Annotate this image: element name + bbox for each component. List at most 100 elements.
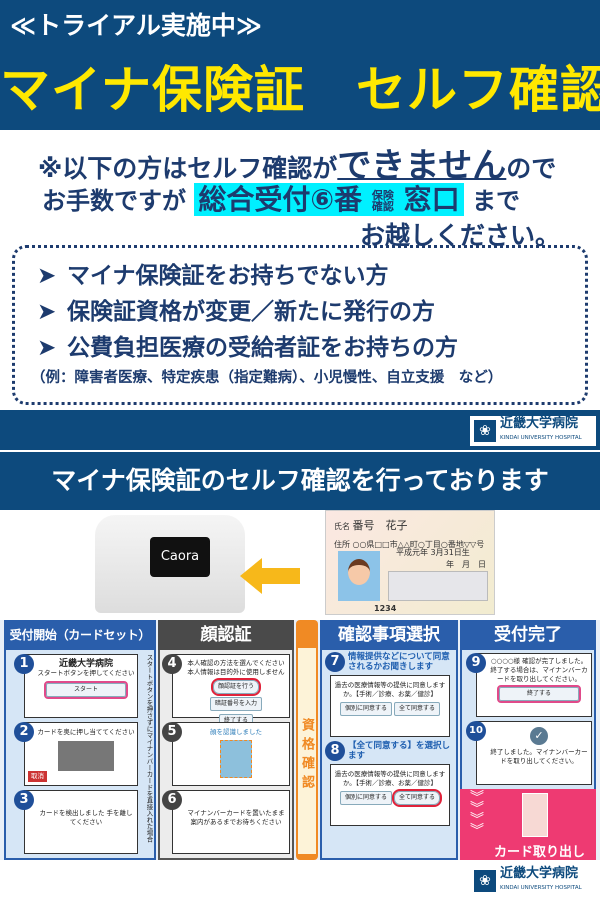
step-number: 5 xyxy=(162,722,182,742)
card-birth: 平成元年 3月31日生 xyxy=(396,548,470,557)
card-label: 住所 xyxy=(334,540,350,549)
start-button: スタート xyxy=(44,681,128,699)
step-8: 過去の医療情報等の提供に同意しますか。【手術／診療、お薬／健診】個別に同意する全… xyxy=(330,764,450,826)
step-text: カードを奥に押し当ててください xyxy=(37,728,135,736)
pin-button: 暗証番号を入力 xyxy=(209,697,262,711)
notice-text: ※以下の方はセルフ確認が xyxy=(38,154,338,183)
card-icon xyxy=(522,793,548,837)
card-photo xyxy=(338,551,380,601)
flow-diagram: 受付開始（カードセット） 近畿大学病院スタートボタンを押してくださいスタート カ… xyxy=(0,620,600,860)
condition-item: ➤ 保険証資格が変更／新たに発行の方 xyxy=(37,294,585,330)
logo-mark-icon: ❀ xyxy=(474,870,496,892)
card-name: 番号 花子 xyxy=(352,519,408,532)
step-number: 7 xyxy=(325,652,345,672)
step-title: 近畿大学病院 xyxy=(58,659,113,669)
step-10: ✓ 終了しました。マイナンバーカードを取り出してください。 xyxy=(476,721,592,785)
eject-label: カード取り出し xyxy=(494,845,586,860)
step-number: 3 xyxy=(14,790,34,810)
column-complete: 受付完了 ○○○○様 確認が完了しました。終了する場合は、マイナンバーカードを取… xyxy=(460,620,596,860)
conditions-box: ➤ マイナ保険証をお持ちでない方 ➤ 保険証資格が変更／新たに発行の方 ➤ 公費負担医… xyxy=(12,245,588,405)
column-title: 顔認証 xyxy=(158,620,294,650)
step-text: 過去の医療情報等の提供に同意しますか。【手術／診療、お薬／健診】 xyxy=(334,681,446,698)
step-text: ○○○○様 確認が完了しました。終了する場合は、マイナンバーカードを取り出してく… xyxy=(490,657,588,683)
counter-small: 確認 xyxy=(371,200,394,213)
card-expiry: 年 月 日 xyxy=(446,560,486,569)
banner: マイナ保険証のセルフ確認を行っております xyxy=(0,452,600,510)
header: ≪トライアル実施中≫ マイナ保険証 セルフ確認 xyxy=(0,0,600,130)
check-icon: ✓ xyxy=(530,727,548,745)
step-text: スタートボタンを押してください xyxy=(37,669,135,677)
column-title: 確認事項選択 xyxy=(320,620,458,650)
counter-name: 総合受付⑥番 xyxy=(198,183,363,216)
arrow-left-icon xyxy=(240,558,300,594)
logo-name: 近畿大学病院 xyxy=(500,866,579,881)
individual-consent-button: 個別に同意する xyxy=(339,702,392,716)
step-text: カードを検出しました 手を離してください xyxy=(39,809,133,826)
arrow-icon: ➤ xyxy=(37,335,57,361)
card-address: ○○県□□市△△町○丁目○番地▽▽号 xyxy=(352,540,485,549)
page-title: マイナ保険証 セルフ確認 xyxy=(0,61,600,119)
column-title: 受付開始（カードセット） xyxy=(4,620,156,650)
device-screen: Caora xyxy=(150,537,210,577)
hospital-logo: ❀ 近畿大学病院 KINDAI UNIVERSITY HOSPITAL xyxy=(470,866,596,896)
face-icon xyxy=(220,740,252,778)
step-number: 1 xyxy=(14,654,34,674)
counter-highlight: 総合受付⑥番 保険確認 窓口 xyxy=(194,183,464,216)
finish-button: 終了する xyxy=(497,685,581,703)
condition-text: 保険証資格が変更／新たに発行の方 xyxy=(67,299,435,325)
step-text: 本人確認の方法を選んでください 本人情報は目的外に使用しません xyxy=(187,659,285,676)
step-caption: 情報提供などについて同意されるかお聞きします xyxy=(348,652,450,672)
face-auth-button: 顔認証を行う xyxy=(210,678,262,696)
chevron-down-icon: ︾︾︾︾ xyxy=(470,790,484,839)
step-9: ○○○○様 確認が完了しました。終了する場合は、マイナンバーカードを取り出してく… xyxy=(476,653,592,717)
column-card-set: 受付開始（カードセット） 近畿大学病院スタートボタンを押してくださいスタート カ… xyxy=(4,620,156,860)
card-reader-image: Caora xyxy=(95,515,245,613)
column-face-auth: 顔認証 本人確認の方法を選んでください 本人情報は目的外に使用しません顔認証を行… xyxy=(158,620,294,860)
trial-label: ≪トライアル実施中≫ xyxy=(10,11,263,40)
counter-window: 窓口 xyxy=(403,183,460,216)
step-number: 6 xyxy=(162,790,182,810)
step-text: 顔を認識しました xyxy=(210,728,262,736)
step-text: 終了しました。マイナンバーカードを取り出してください。 xyxy=(490,748,588,765)
step-text: 過去の医療情報等の提供に同意しますか。【手術／診療、お薬／健診】 xyxy=(334,770,446,787)
card-number: 1234 xyxy=(374,604,397,613)
condition-text: 公費負担医療の受給者証をお持ちの方 xyxy=(67,335,458,361)
step-number: 9 xyxy=(466,653,486,673)
arrow-icon: ➤ xyxy=(37,263,57,289)
step-4: 本人確認の方法を選んでください 本人情報は目的外に使用しません顔認証を行う暗証番… xyxy=(172,654,290,728)
step-number: 8 xyxy=(325,741,345,761)
condition-text: マイナ保険証をお持ちでない方 xyxy=(67,263,389,289)
step-7: 過去の医療情報等の提供に同意しますか。【手術／診療、お薬／健診】個別に同意する全… xyxy=(330,675,450,737)
counter-small: 保険 xyxy=(371,189,394,202)
step-number: 10 xyxy=(466,721,486,741)
card-label: 氏名 xyxy=(334,522,350,531)
column-eligibility: 資格確認 xyxy=(296,620,318,860)
condition-note: （例：障害者医療、特定疾患（指定難病）、小児慢性、自立支援 など） xyxy=(31,370,503,386)
card-eject-panel: ︾︾︾︾ カード取り出し xyxy=(460,789,596,860)
step-text: マイナンバーカードを置いたまま 案内があるまでお待ちください xyxy=(187,809,285,826)
cancel-label: 取消 xyxy=(28,771,47,782)
arrow-icon: ➤ xyxy=(37,299,57,325)
step-1: 近畿大学病院スタートボタンを押してくださいスタート xyxy=(24,654,138,718)
notice-text: お手数ですが xyxy=(42,187,186,215)
all-consent-button: 全て同意する xyxy=(391,789,443,807)
notice-emphasis: できません xyxy=(337,146,507,186)
notice-text: ので xyxy=(506,154,557,183)
step-6: マイナンバーカードを置いたまま 案内があるまでお待ちください xyxy=(172,790,290,854)
all-consent-button: 全て同意する xyxy=(394,702,441,716)
side-note: スタートボタンを押さずにマイナンバーカードを直接入れた場合 xyxy=(145,654,153,843)
step-number: 2 xyxy=(14,722,34,742)
step-5: 顔を認識しました xyxy=(172,722,290,786)
step-number: 4 xyxy=(162,654,182,674)
step-3: カードを検出しました 手を離してください xyxy=(24,790,138,854)
logo-english: KINDAI UNIVERSITY HOSPITAL xyxy=(500,885,582,891)
column-title: 受付完了 xyxy=(460,620,596,650)
column-consent: 確認事項選択 情報提供などについて同意されるかお聞きします 過去の医療情報等の提… xyxy=(320,620,458,860)
step-2: カードを奥に押し当ててください取消 xyxy=(24,722,138,786)
logo-name: 近畿大学病院 xyxy=(500,416,579,431)
my-number-card-image: 氏名 番号 花子 住所 ○○県□□市△△町○丁目○番地▽▽号 平成元年 3月31… xyxy=(325,510,495,615)
step-caption: 【全て同意する】を選択します xyxy=(348,741,451,761)
condition-item: ➤ 公費負担医療の受給者証をお持ちの方 xyxy=(37,330,585,366)
